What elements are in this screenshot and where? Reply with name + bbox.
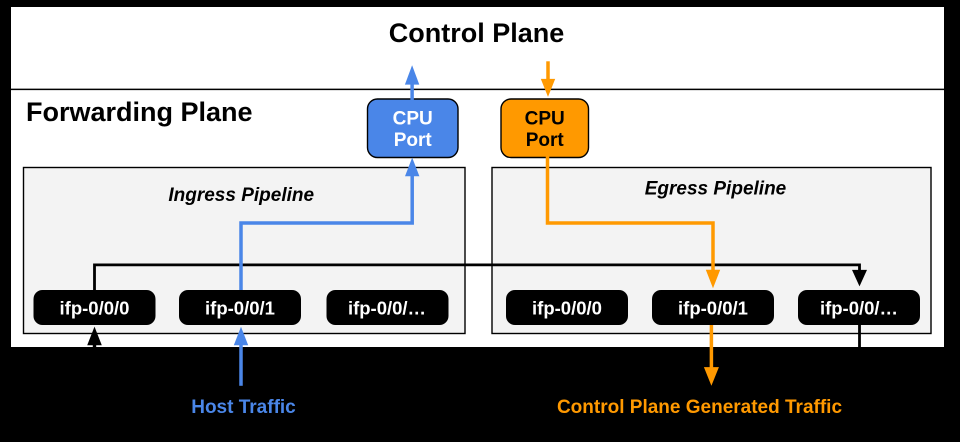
svg-text:ifp-0/0/0: ifp-0/0/0 [60,298,130,319]
svg-text:Port: Port [394,130,433,151]
svg-text:Control Plane Generated Traffi: Control Plane Generated Traffic [557,397,842,418]
svg-text:Host Traffic: Host Traffic [191,397,296,418]
svg-text:Egress Pipeline: Egress Pipeline [645,179,787,200]
svg-text:ifp-0/0/…: ifp-0/0/… [820,298,898,319]
svg-text:CPU: CPU [393,109,433,130]
svg-text:ifp-0/0/0: ifp-0/0/0 [532,298,602,319]
svg-text:ifp-0/0/1: ifp-0/0/1 [205,298,275,319]
svg-text:Port: Port [526,130,565,151]
svg-text:ifp-0/0/…: ifp-0/0/… [348,298,426,319]
svg-text:CPU: CPU [525,109,565,130]
svg-text:Control Plane: Control Plane [389,18,565,48]
svg-text:Ingress Pipeline: Ingress Pipeline [168,185,314,206]
svg-text:Forwarding Plane: Forwarding Plane [26,97,253,127]
svg-text:ifp-0/0/1: ifp-0/0/1 [678,298,748,319]
